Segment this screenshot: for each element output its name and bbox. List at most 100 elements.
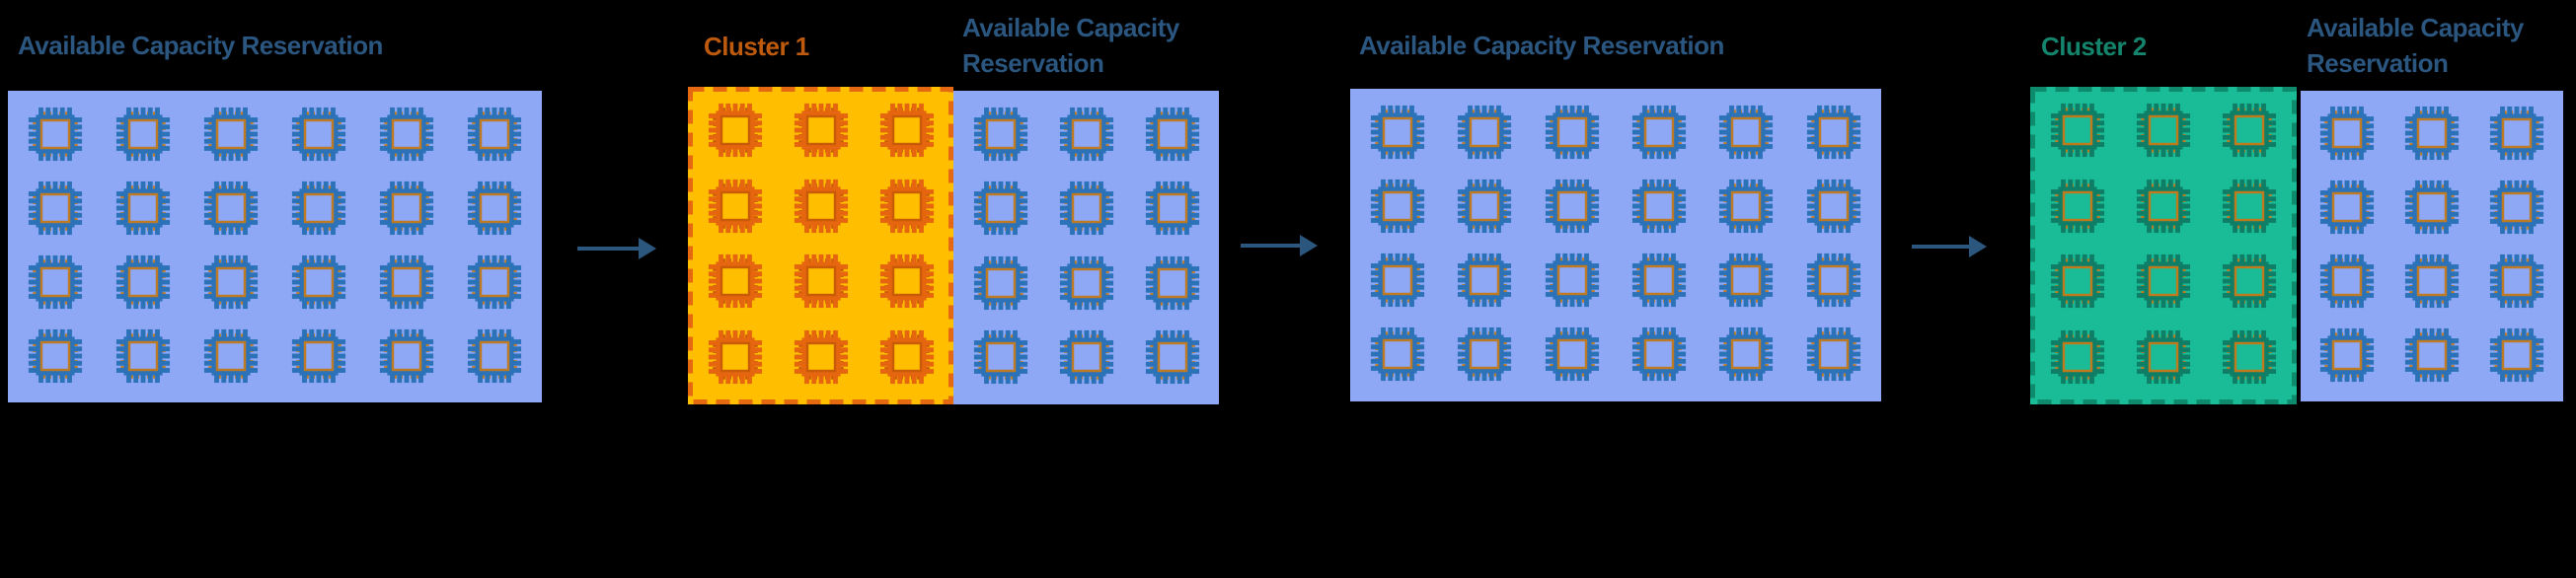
available-capacity-reservation-1-box (8, 91, 542, 402)
cpu-chip-icon (2319, 327, 2375, 382)
cpu-chip-icon (2223, 104, 2277, 158)
title-line: Cluster 1 (704, 32, 809, 61)
cpu-chip-icon (29, 107, 83, 161)
cpu-chip-icon (2223, 179, 2277, 233)
title-line: Available Capacity Reservation (18, 31, 383, 60)
cpu-chip-icon (2489, 253, 2544, 308)
cpu-chip-icon (2319, 107, 2375, 161)
cpu-chip-icon (204, 107, 259, 161)
cpu-chip-icon (116, 107, 171, 161)
cpu-chip-icon (1059, 107, 1113, 161)
cpu-chip-icon (2050, 329, 2104, 384)
cpu-chip-icon (1719, 327, 1774, 382)
cpu-chip-icon (2489, 107, 2544, 161)
cpu-chip-icon (116, 328, 171, 383)
cpu-chip-icon (291, 254, 345, 309)
cpu-chip-icon (2319, 253, 2375, 308)
cpu-chip-icon (2050, 179, 2104, 233)
cpu-chip-icon (291, 328, 345, 383)
cpu-chip-icon (1632, 327, 1687, 382)
cpu-chip-icon (1371, 327, 1425, 382)
cpu-chip-icon (291, 107, 345, 161)
cpu-chip-icon (1719, 253, 1774, 308)
cpu-chip-icon (2050, 104, 2104, 158)
title-line: Available Capacity Reservation (1359, 31, 1724, 60)
cpu-chip-icon (467, 254, 521, 309)
cpu-chip-icon (1371, 253, 1425, 308)
cpu-chip-icon (2404, 181, 2460, 235)
cpu-chip-icon (2489, 327, 2544, 382)
cpu-chip-icon (879, 329, 934, 384)
cpu-chip-icon (1371, 105, 1425, 159)
cpu-chip-icon (879, 179, 934, 233)
cpu-chip-icon (1059, 255, 1113, 310)
cpu-chip-icon (708, 104, 762, 158)
title-line: Available Capacity (962, 13, 1179, 42)
cpu-chip-icon (708, 329, 762, 384)
cpu-chip-icon (467, 328, 521, 383)
cpu-chip-icon (1059, 181, 1113, 236)
cpu-chip-icon (1145, 330, 1199, 385)
cpu-chip-icon (1632, 253, 1687, 308)
cpu-chip-icon (379, 181, 433, 235)
cpu-chip-icon (1458, 253, 1512, 308)
cpu-chip-icon (1719, 105, 1774, 159)
cpu-chip-icon (2489, 181, 2544, 235)
cpu-chip-icon (2223, 254, 2277, 309)
available-capacity-reservation-2-box (953, 91, 1219, 404)
available-capacity-reservation-3-box (1350, 89, 1881, 401)
cpu-chip-icon (379, 107, 433, 161)
flow-arrow (577, 236, 656, 266)
cluster-2-box (2030, 87, 2297, 404)
cpu-chip-icon (29, 181, 83, 235)
cpu-chip-icon (29, 328, 83, 383)
cpu-chip-icon (1632, 179, 1687, 233)
cluster-2-chip-grid (2030, 87, 2297, 404)
cpu-chip-icon (2136, 254, 2191, 309)
cpu-chip-icon (2136, 329, 2191, 384)
cpu-chip-icon (1806, 253, 1860, 308)
cpu-chip-icon (1371, 179, 1425, 233)
cpu-chip-icon (794, 254, 848, 309)
cpu-chip-icon (1458, 105, 1512, 159)
cpu-chip-icon (2136, 179, 2191, 233)
cpu-chip-icon (116, 181, 171, 235)
title-line: Reservation (962, 48, 1104, 78)
cpu-chip-icon (973, 255, 1027, 310)
cpu-chip-icon (1545, 253, 1599, 308)
cpu-chip-icon (2050, 254, 2104, 309)
cpu-chip-icon (1545, 327, 1599, 382)
title-line: Cluster 2 (2041, 32, 2147, 61)
cluster-2-title: Cluster 2 (2041, 29, 2147, 64)
cpu-chip-icon (2223, 329, 2277, 384)
cluster-1-title: Cluster 1 (704, 29, 809, 64)
cpu-chip-icon (467, 181, 521, 235)
cpu-chip-icon (1545, 179, 1599, 233)
available-capacity-reservation-2-chip-grid (953, 91, 1219, 404)
cpu-chip-icon (1145, 181, 1199, 236)
available-capacity-reservation-4-box (2301, 91, 2563, 401)
cpu-chip-icon (2404, 327, 2460, 382)
cpu-chip-icon (204, 254, 259, 309)
available-capacity-reservation-3-chip-grid (1350, 89, 1881, 401)
cpu-chip-icon (1806, 179, 1860, 233)
cpu-chip-icon (1806, 327, 1860, 382)
flow-arrow (1241, 233, 1318, 263)
cpu-chip-icon (2404, 253, 2460, 308)
cpu-chip-icon (1806, 105, 1860, 159)
available-capacity-reservation-4-chip-grid (2301, 91, 2563, 401)
cluster-1-chip-grid (688, 87, 953, 404)
cpu-chip-icon (708, 179, 762, 233)
available-capacity-reservation-1-title: Available Capacity Reservation (18, 28, 383, 63)
cpu-chip-icon (2319, 181, 2375, 235)
cpu-chip-icon (708, 254, 762, 309)
cpu-chip-icon (973, 107, 1027, 161)
cpu-chip-icon (204, 181, 259, 235)
cpu-chip-icon (973, 181, 1027, 236)
cpu-chip-icon (794, 329, 848, 384)
cpu-chip-icon (116, 254, 171, 309)
cpu-chip-icon (1145, 255, 1199, 310)
